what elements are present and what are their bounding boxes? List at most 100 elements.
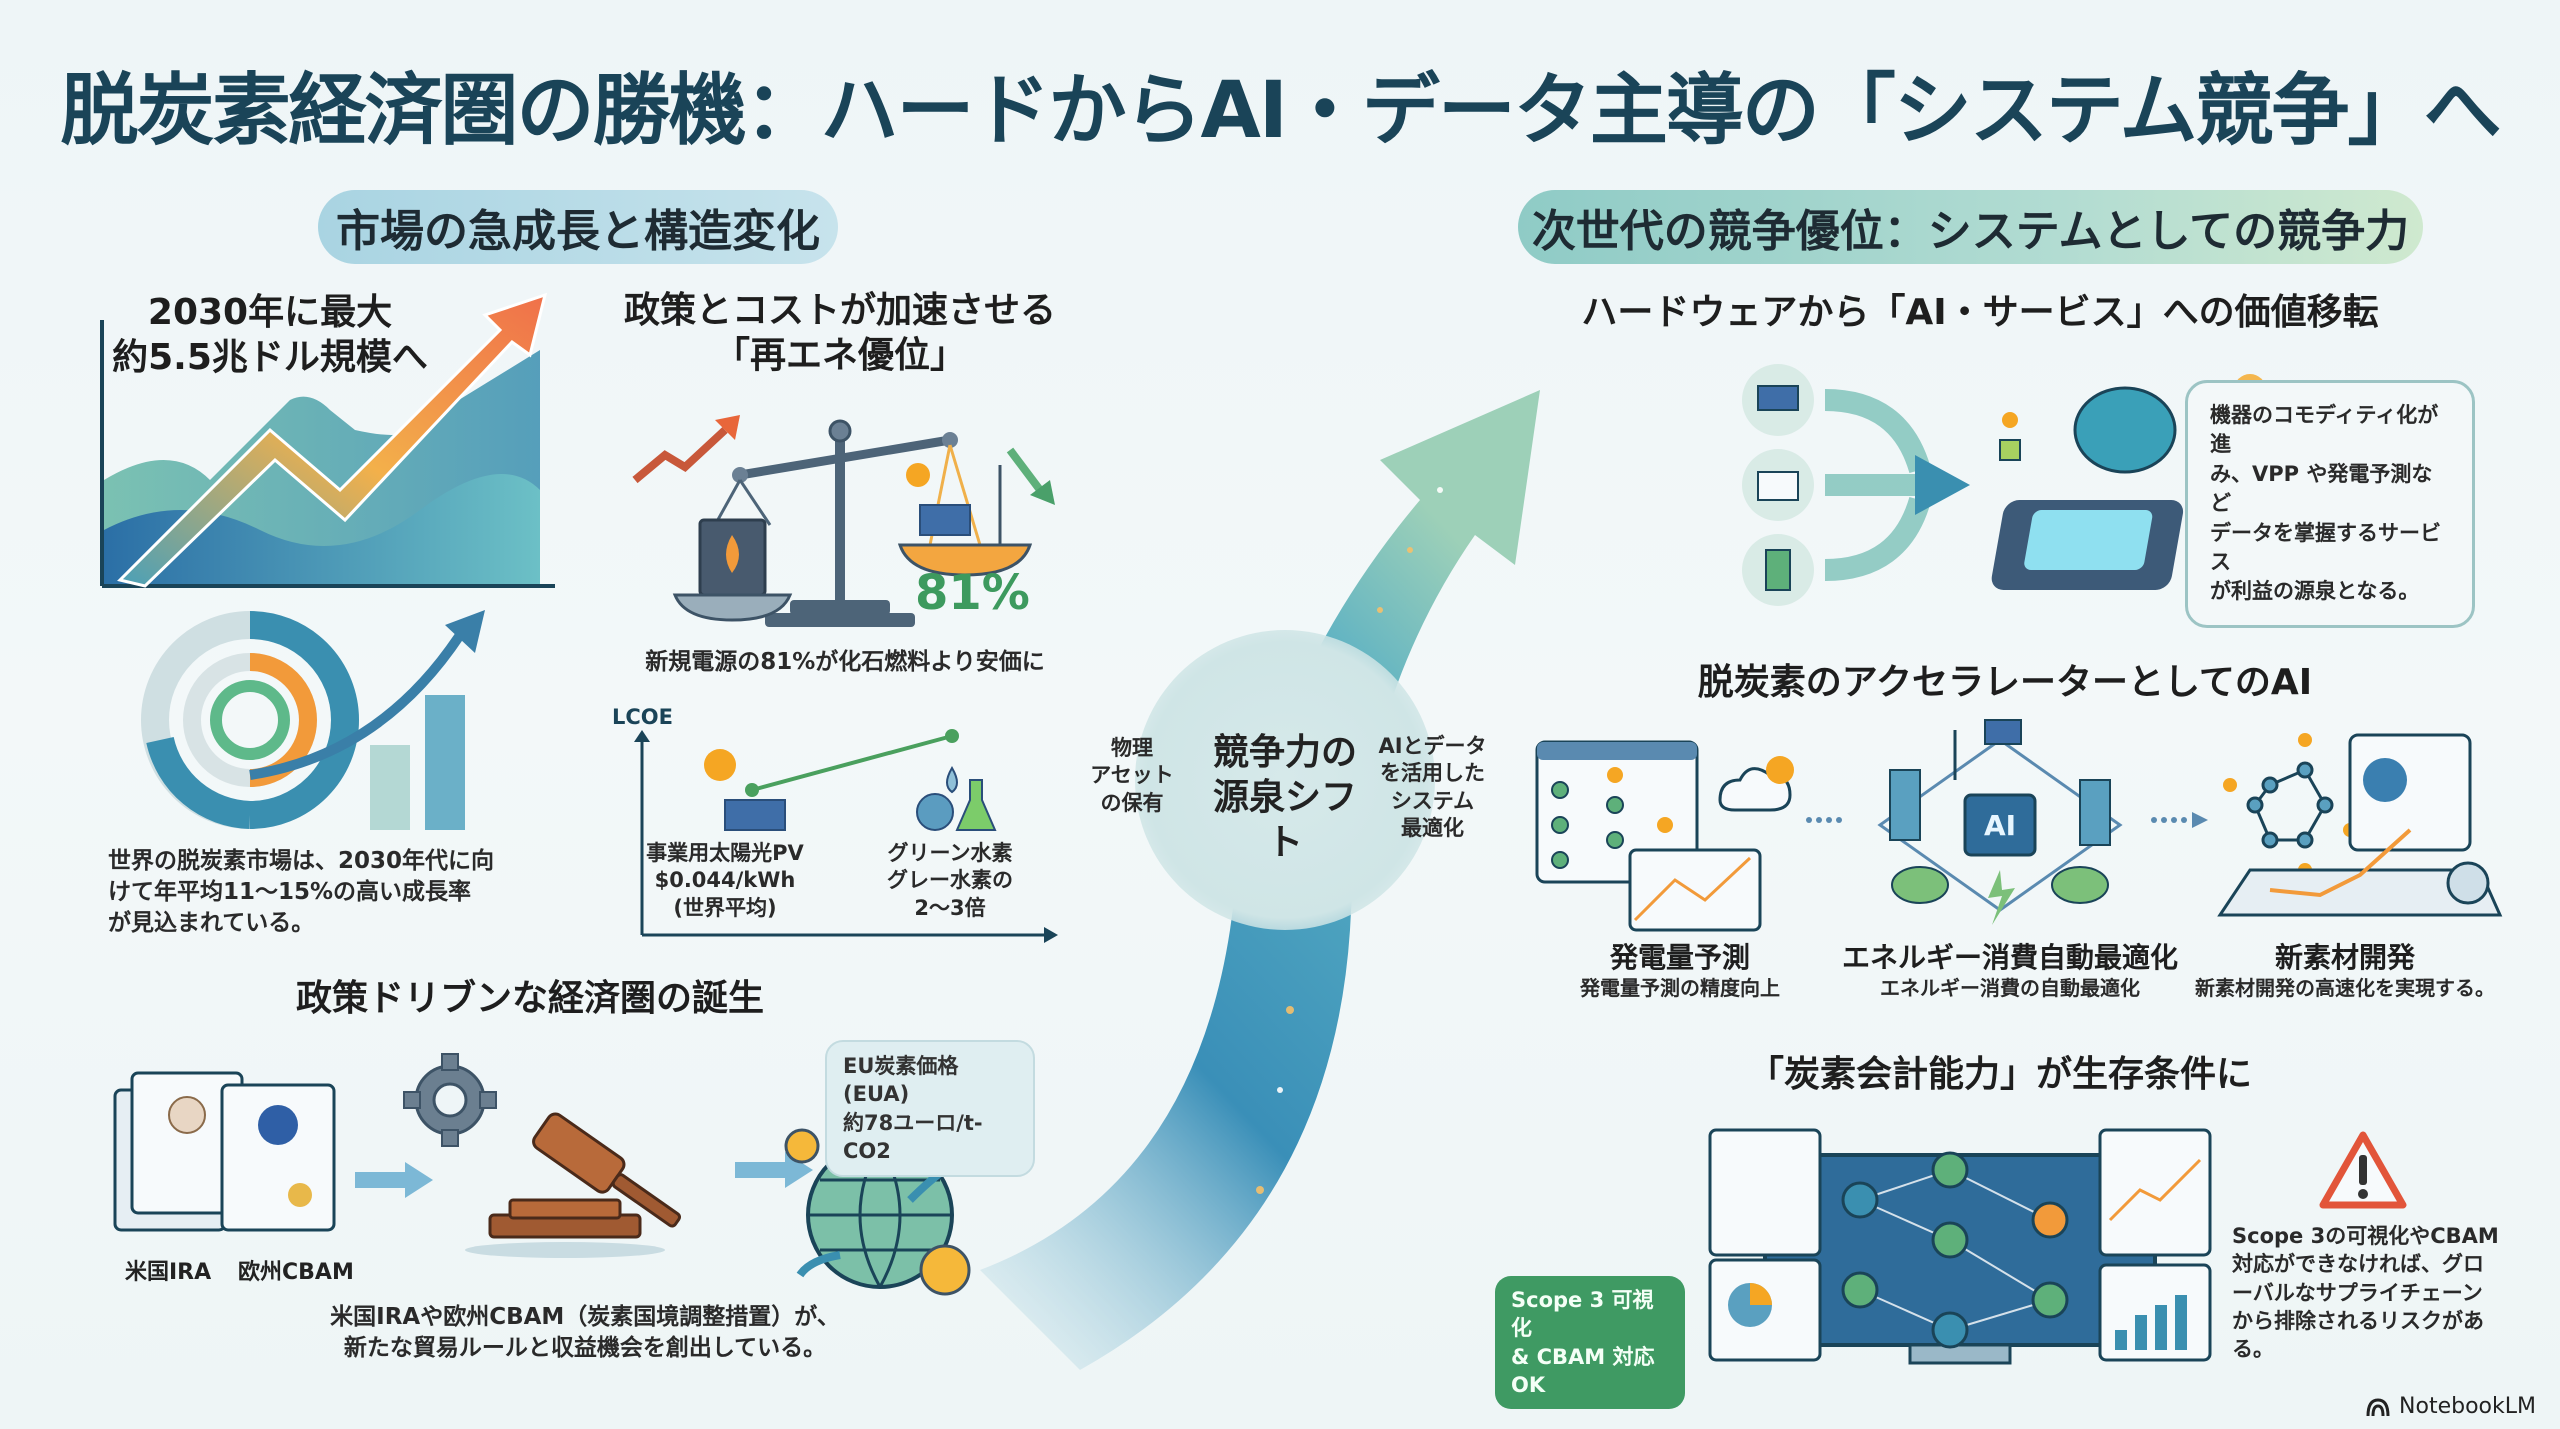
us-seal-icon — [168, 1096, 206, 1134]
dotted-arrow-icon — [1806, 817, 1842, 823]
carbon-warning-text: Scope 3の可視化やCBAM 対応ができなければ、グロ ーバルなサプライチェ… — [2232, 1222, 2532, 1364]
brand-name: NotebookLM — [2399, 1394, 2536, 1419]
solar-panel-icon — [724, 799, 786, 831]
accelerator-item-title: 新素材開発 — [2274, 941, 2415, 974]
lcoe-pv-label: 事業用太陽光PV $0.044/kWh (世界平均) — [640, 840, 810, 922]
value-shift-bubble-line: が利益の源泉となる。 — [2210, 579, 2420, 604]
scope3-ok-line: Scope 3 可視化 — [1511, 1288, 1654, 1341]
dotted-arrow-icon — [2151, 812, 2208, 828]
carbon-warning-line: Scope 3の可視化やCBAM — [2232, 1224, 2499, 1248]
eu-flag-icon — [258, 1105, 298, 1145]
shift-to-label: AIとデータ を活用した システム 最適化 — [1375, 733, 1490, 842]
market-description-line: が見込まれている。 — [108, 910, 315, 937]
gear-icon — [403, 1053, 497, 1147]
carbon-warning-line: 対応ができなければ、グロ — [2232, 1252, 2484, 1277]
lcoe-trend-line — [751, 734, 953, 792]
forecast-window-icon — [1535, 740, 1794, 932]
label-us-ira: 米国IRA — [125, 1260, 212, 1285]
market-headline: 2030年に最大 約5.5兆ドル規模へ — [110, 290, 430, 380]
accelerator-item-desc: エネルギー消費の自動最適化 — [1880, 976, 2140, 1000]
scope3-ok-line: & CBAM 対応 OK — [1511, 1344, 1655, 1398]
carbon-warning-line: る。 — [2232, 1337, 2274, 1362]
lcoe-pv-label-line: (世界平均) — [673, 895, 777, 920]
gavel-icon — [465, 1112, 682, 1258]
notebooklm-brand: NotebookLM — [2365, 1394, 2536, 1419]
renewables-headline-line1: 政策とコストが加速させる — [623, 290, 1056, 331]
lcoe-hydrogen-label-line: 2〜3倍 — [914, 895, 986, 920]
accelerator-item-title: 発電量予測 — [1609, 941, 1750, 974]
policy-description-line: 米国IRAや欧州CBAM（炭素国境調整措置）が、 — [330, 1304, 840, 1330]
shift-to-line: 最適化 — [1401, 815, 1464, 840]
carbon-warning-line: から排除されるリスクがあ — [2232, 1309, 2484, 1334]
globe-icon — [916, 793, 954, 831]
shift-from-line: の保有 — [1100, 790, 1164, 815]
shift-from-label: 物理 アセット の保有 — [1082, 735, 1182, 817]
scope3-ok-bubble: Scope 3 可視化 & CBAM 対応 OK — [1495, 1276, 1685, 1410]
lcoe-pv-label-line: $0.044/kWh — [654, 868, 796, 893]
ai-chip-label: AI — [1984, 809, 2016, 842]
value-shift-bubble-line: データを掌握するサービス — [2210, 520, 2441, 574]
balance-scale-icon — [632, 415, 1055, 627]
lcoe-point-hydrogen — [945, 729, 959, 743]
accelerator-item-title: エネルギー消費自動最適化 — [1841, 941, 2178, 974]
warning-icon — [2319, 1131, 2407, 1209]
accelerator-item: 発電量予測 発電量予測の精度向上 — [1530, 940, 1830, 1001]
renewables-percent: 81% — [915, 565, 1030, 621]
market-description: 世界の脱炭素市場は、2030年代に向 けて年平均11〜15%の高い成長率 が見込… — [108, 846, 528, 939]
dollar-coin-icon — [784, 1128, 820, 1164]
water-drop-icon — [946, 766, 958, 794]
dollar-coin-icon — [919, 1244, 971, 1296]
renewables-headline-line2: 「再エネ優位」 — [713, 335, 966, 376]
carbon-dashboard-icon — [1708, 1128, 2212, 1365]
shift-to-line: システム — [1390, 788, 1475, 813]
shift-from-line: 物理 — [1111, 736, 1153, 760]
policy-description: 米国IRAや欧州CBAM（炭素国境調整措置）が、 新たな貿易ルールと収益機会を創… — [325, 1302, 845, 1364]
eua-bubble-line: EU炭素価格 (EUA) — [843, 1054, 959, 1107]
lcoe-hydrogen-label: グリーン水素 グレー水素の 2〜3倍 — [870, 840, 1030, 922]
lcoe-pv-label-line: 事業用太陽光PV — [646, 841, 804, 865]
growth-wave-chart-icon — [100, 292, 555, 588]
eua-bubble-line: 約78ユーロ/t-CO2 — [843, 1110, 983, 1164]
flask-icon — [955, 779, 997, 831]
policy-headline: 政策ドリブンな経済圏の誕生 — [295, 978, 764, 1019]
market-description-line: けて年平均11〜15%の高い成長率 — [108, 879, 472, 906]
donut-growth-chart-icon — [141, 610, 485, 830]
accelerator-item-desc: 発電量予測の精度向上 — [1580, 976, 1780, 1000]
sun-icon — [704, 749, 736, 781]
policy-description-line: 新たな貿易ルールと収益機会を創出している。 — [343, 1335, 827, 1362]
page-title: 脱炭素経済圏の勝機：ハードからAI・データ主導の「システム競争」へ — [60, 66, 2501, 156]
lcoe-point-pv — [745, 783, 759, 797]
shift-to-line: を活用した — [1380, 761, 1485, 786]
accelerator-item-desc: 新素材開発の高速化を実現する。 — [2195, 976, 2495, 1000]
renewables-headline: 政策とコストが加速させる 「再エネ優位」 — [610, 288, 1070, 378]
shift-title-line: 競争力の — [1212, 732, 1357, 773]
lcoe-hydrogen-label-line: グレー水素の — [887, 868, 1013, 893]
lcoe-axis-label: LCOE — [612, 705, 673, 729]
brain-icon — [2073, 386, 2177, 474]
accelerator-item: エネルギー消費自動最適化 エネルギー消費の自動最適化 — [1820, 940, 2200, 1001]
section-header-market: 市場の急成長と構造変化 — [318, 190, 838, 264]
value-shift-bubble: 機器のコモディティ化が進 み、VPP や発電予測など データを掌握するサービス … — [2185, 380, 2475, 628]
label-eu-cbam: 欧州CBAM — [238, 1260, 354, 1285]
shift-to-line: AIとデータ — [1378, 734, 1487, 758]
lcoe-chart — [634, 729, 1058, 943]
value-shift-headline: ハードウェアから「AI・サービス」への価値移転 — [1581, 292, 2379, 333]
materials-research-icon — [2217, 733, 2503, 917]
section-header-competition: 次世代の競争優位：システムとしての競争力 — [1518, 190, 2423, 264]
shift-title-line: 源泉シフト — [1212, 777, 1357, 863]
value-shift-bubble-line: 機器のコモディティ化が進 — [2210, 403, 2439, 457]
market-description-line: 世界の脱炭素市場は、2030年代に向 — [108, 848, 495, 874]
carbon-warning-line: ーバルなサプライチェーン — [2232, 1280, 2483, 1305]
eua-price-bubble: EU炭素価格 (EUA) 約78ユーロ/t-CO2 — [825, 1040, 1035, 1178]
shift-center-circle — [1135, 630, 1435, 930]
accelerator-item: 新素材開発 新素材開発の高速化を実現する。 — [2180, 940, 2510, 1001]
renewables-caption: 新規電源の81%が化石燃料より安価に — [645, 649, 1045, 675]
policy-documents-icon — [113, 1071, 336, 1232]
shift-from-line: アセット — [1090, 763, 1174, 788]
carbon-accounting-headline: 「炭素会計能力」が生存条件に — [1747, 1054, 2252, 1095]
notebooklm-logo-icon — [2366, 1397, 2390, 1416]
market-headline-line2: 約5.5兆ドル規模へ — [112, 337, 428, 378]
accelerator-headline: 脱炭素のアクセラレーターとしてのAI — [1697, 662, 2313, 703]
lcoe-hydrogen-label-line: グリーン水素 — [887, 841, 1013, 865]
value-shift-bubble-line: み、VPP や発電予測など — [2210, 461, 2433, 516]
